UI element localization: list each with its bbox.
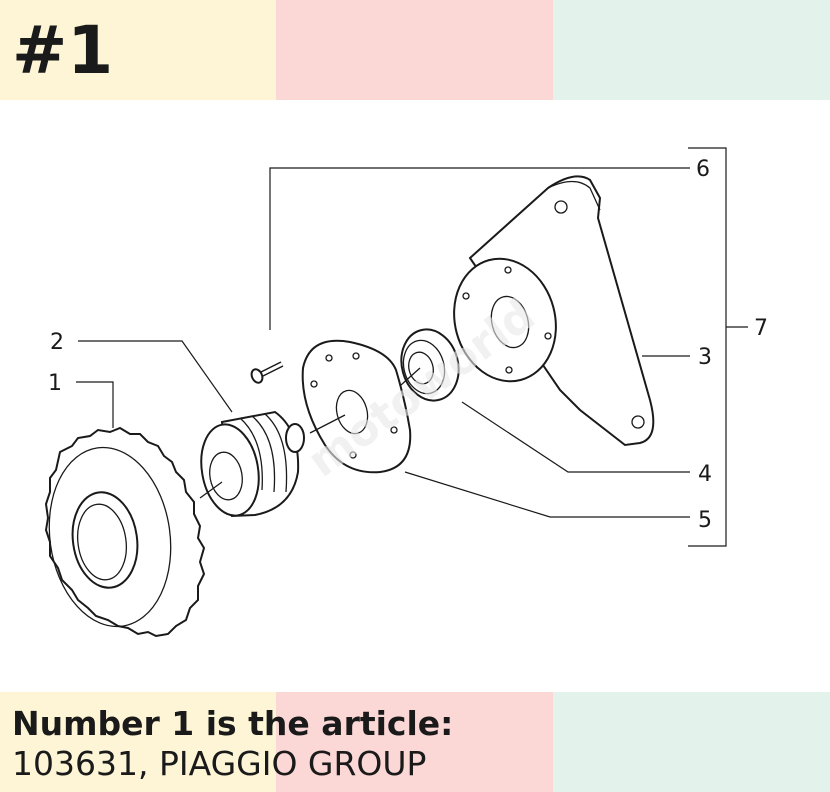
callout-5: 5 — [698, 508, 712, 533]
band-green — [553, 0, 830, 100]
flange-plate — [301, 339, 412, 474]
callout-4: 4 — [698, 462, 712, 487]
leader-5 — [404, 471, 690, 518]
leader-6 — [269, 167, 690, 330]
band-pink — [276, 692, 553, 792]
top-color-band — [0, 0, 830, 100]
callout-6: 6 — [696, 157, 710, 182]
support-plate — [453, 175, 655, 447]
screw — [250, 361, 284, 384]
band-green — [553, 692, 830, 792]
leader-2 — [78, 340, 233, 413]
page-title: #1 — [12, 12, 114, 89]
leader-1 — [76, 381, 114, 428]
callout-1: 1 — [48, 371, 62, 396]
callout-3: 3 — [698, 345, 712, 370]
leader-4 — [461, 401, 690, 473]
grooved-bushing — [199, 410, 305, 518]
band-yellow — [0, 692, 276, 792]
article-number: 103631, PIAGGIO GROUP — [12, 744, 427, 783]
band-yellow — [0, 0, 276, 100]
callout-2: 2 — [50, 330, 64, 355]
gear — [44, 426, 206, 638]
callout-numbers: 1 2 3 4 5 6 7 — [48, 157, 768, 533]
bearing — [372, 328, 460, 411]
leader-lines — [76, 147, 748, 547]
exploded-parts-diagram: motoworld 1 2 3 4 5 6 7 — [44, 147, 768, 638]
bottom-color-band — [0, 692, 830, 792]
caption-heading: Number 1 is the article: — [12, 704, 454, 743]
band-pink — [276, 0, 553, 100]
callout-7: 7 — [754, 316, 768, 341]
group-bracket — [688, 147, 727, 547]
